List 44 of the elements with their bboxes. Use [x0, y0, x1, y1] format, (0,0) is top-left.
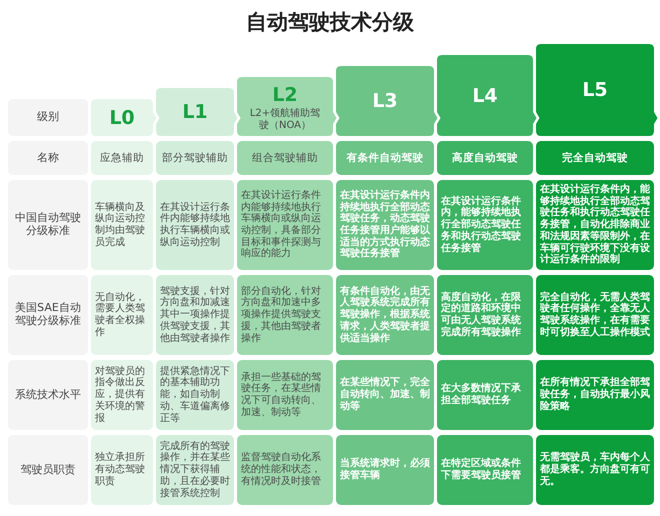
- level-label: L4: [471, 84, 499, 108]
- sae-standard-text: 无自动化，需要人类驾驶者全权操作: [91, 275, 153, 355]
- sae-standard-text: 有条件自动化，由无人驾驶系统完成所有驾驶操作，根据系统请求，人类驾驶者提供适当操作: [336, 275, 434, 355]
- china-standard-text: 车辆横向及纵向运动控制均由驾驶员完成: [91, 180, 153, 270]
- level-label: L1: [181, 100, 209, 124]
- system-capability-text: 在大多数情况下承担全部驾驶任务: [437, 360, 533, 430]
- level-name: 组合驾驶辅助: [237, 141, 333, 175]
- china-standard-text: 在其设计运行条件内能够持续地执行车辆横向或纵向运动控制: [156, 180, 234, 270]
- row-header: 级别: [8, 99, 88, 136]
- sae-standard-text: 完全自动化，无需人类驾驶者任何操作，全靠无人驾驶系统操作，在有需要时可切换至人工操作模式: [536, 275, 654, 355]
- driver-duty-text: 监督驾驶自动化系统的性能和状态，有情况时及时接管: [237, 435, 333, 505]
- level-label: L5: [581, 78, 609, 102]
- china-standard-text: 在其设计运行条件内，能够持续地执行全部动态驾驶任务和执行动态驾驶任务接管: [437, 180, 533, 270]
- china-standard-text: 在其设计运行条件内能够持续地执行车辆横向或纵向运动控制，具备部分目标和事件探测与响应的能力: [237, 180, 333, 270]
- driver-duty-text: 独立承担所有动态驾驶职责: [91, 435, 153, 505]
- sae-standard-text: 部分自动化，针对方向盘和加速中多项操作提供驾驶支援，其他由驾驶者操作: [237, 275, 333, 355]
- driver-duty-text: 当系统请求时，必须接管车辆: [336, 435, 434, 505]
- system-capability-text: 提供紧急情况下的基本辅助功能，如自动制动、车道偏离修正等: [156, 360, 234, 430]
- system-capability-text: 在某些情况下，完全自动转向、加速、制动等: [336, 360, 434, 430]
- level-name: 有条件自动驾驶: [336, 141, 434, 175]
- system-capability-text: 承担一些基础的驾驶任务，在某些情况下可自动转向、加速、制动等: [237, 360, 333, 430]
- level-label: L0: [108, 106, 136, 130]
- level-subtitle: L2+领航辅助驾驶（NOA）: [248, 108, 322, 132]
- driver-duty-text: 完成所有的驾驶操作，并在某些情况下获得辅助，且在必要时接管系统控制: [156, 435, 234, 505]
- level-name: 完全自动驾驶: [536, 141, 654, 175]
- china-standard-text: 在其设计运行条件内，能够持续地执行全部动态驾驶任务和执行动态驾驶任务接管，自动化排除商业和法规因素等限制外，在车辆可行驶环境下没有设计运行条件的限制: [536, 180, 654, 270]
- system-capability-text: 在所有情况下承担全部驾驶任务，自动执行最小风险策略: [536, 360, 654, 430]
- row-header: 驾驶员职责: [8, 435, 88, 505]
- sae-standard-text: 高度自动化，在限定的道路和环境中可由无人驾驶系统完成所有驾驶操作: [437, 275, 533, 355]
- level-name: 部分驾驶辅助: [156, 141, 234, 175]
- row-header: 名称: [8, 141, 88, 175]
- level-label: L3: [371, 89, 399, 113]
- row-header: 中国自动驾驶分级标准: [8, 180, 88, 270]
- row-header: 美国SAE自动驾驶分级标准: [8, 275, 88, 355]
- china-standard-text: 在其设计运行条件内持续地执行全部动态驾驶任务，动态驾驶任务接管用户能够以适当的方式执行动态驾驶任务接管: [336, 180, 434, 270]
- driver-duty-text: 在特定区域或条件下需要驾驶员接管: [437, 435, 533, 505]
- level-name: 应急辅助: [91, 141, 153, 175]
- driver-duty-text: 无需驾驶员，车内每个人都是乘客。方向盘可有可无。: [536, 435, 654, 505]
- level-name: 高度自动驾驶: [437, 141, 533, 175]
- sae-standard-text: 驾驶支援，针对方向盘和加减速其中一项操作提供驾驶支援，其他由驾驶者操作: [156, 275, 234, 355]
- system-capability-text: 对驾驶员的指令做出反应，提供有关环境的警报: [91, 360, 153, 430]
- title: 自动驾驶技术分级: [245, 9, 415, 36]
- level-label: L2: [271, 83, 299, 107]
- row-header: 系统技术水平: [8, 360, 88, 430]
